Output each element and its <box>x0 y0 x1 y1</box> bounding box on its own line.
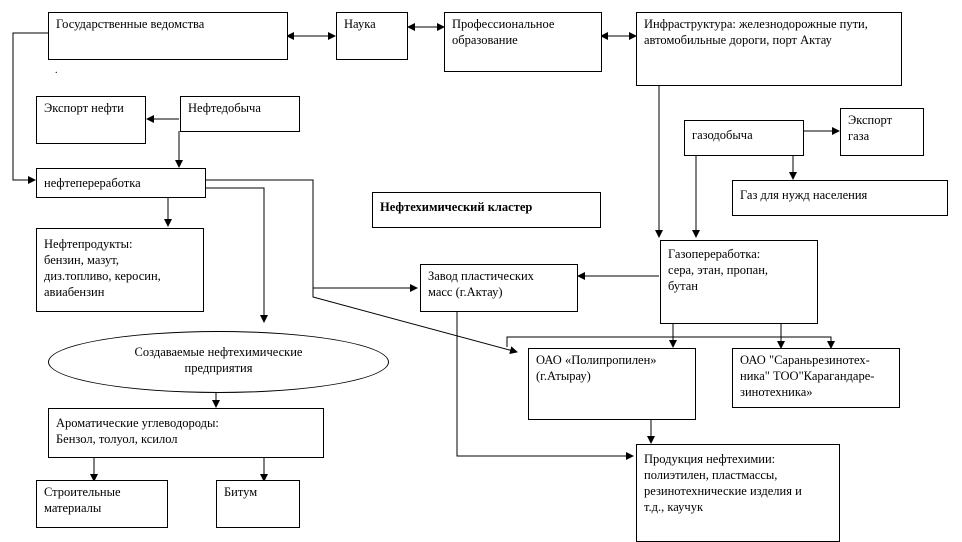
link-refining-enterprises <box>206 187 268 323</box>
distribution-bus <box>506 336 835 349</box>
oil-products-box: Нефтепродукты: бензин, мазут, диз.топлив… <box>36 228 204 312</box>
prof-education-box: Профессиональное образование <box>444 12 602 72</box>
petrochem-products-box: Продукция нефтехимии: полиэтилен, пластм… <box>636 444 840 542</box>
bitumen-box: Битум <box>216 480 300 528</box>
science-box: Наука <box>336 12 408 60</box>
gas-population-box: Газ для нужд населения <box>732 180 948 216</box>
link-gov-refining <box>12 32 48 184</box>
oil-production-box: Нефтедобыча <box>180 96 300 132</box>
cluster-title-box: Нефтехимический кластер <box>372 192 601 228</box>
saran-karaganda-box: ОАО "Сараньрезинотех- ника" ТОО"Караганд… <box>732 348 900 408</box>
oil-export-box: Экспорт нефти <box>36 96 146 144</box>
link-refining-polypropylene <box>206 179 518 355</box>
link-plastics-petrochem <box>456 311 634 460</box>
gas-export-box: Экспорт газа <box>840 108 924 156</box>
infrastructure-box: Инфраструктура: железнодорожные пути, ав… <box>636 12 902 86</box>
gov-agencies-box: Государственные ведомства <box>48 12 288 60</box>
gas-production-box: газодобыча <box>684 120 804 156</box>
stray-dot: . <box>55 65 58 76</box>
building-materials-box: Строительные материалы <box>36 480 168 528</box>
oil-refining-box: нефтепереработка <box>36 168 206 198</box>
gas-processing-box: Газопереработка: сера, этан, пропан, бут… <box>660 240 818 324</box>
polypropylene-box: ОАО «Полипропилен» (г.Атырау) <box>528 348 696 420</box>
plastics-plant-box: Завод пластических масс (г.Актау) <box>420 264 578 312</box>
new-enterprises-ellipse: Создаваемые нефтехимические предприятия <box>48 331 389 393</box>
aromatic-hydrocarbons-box: Ароматические углеводороды: Бензол, толу… <box>48 408 324 458</box>
